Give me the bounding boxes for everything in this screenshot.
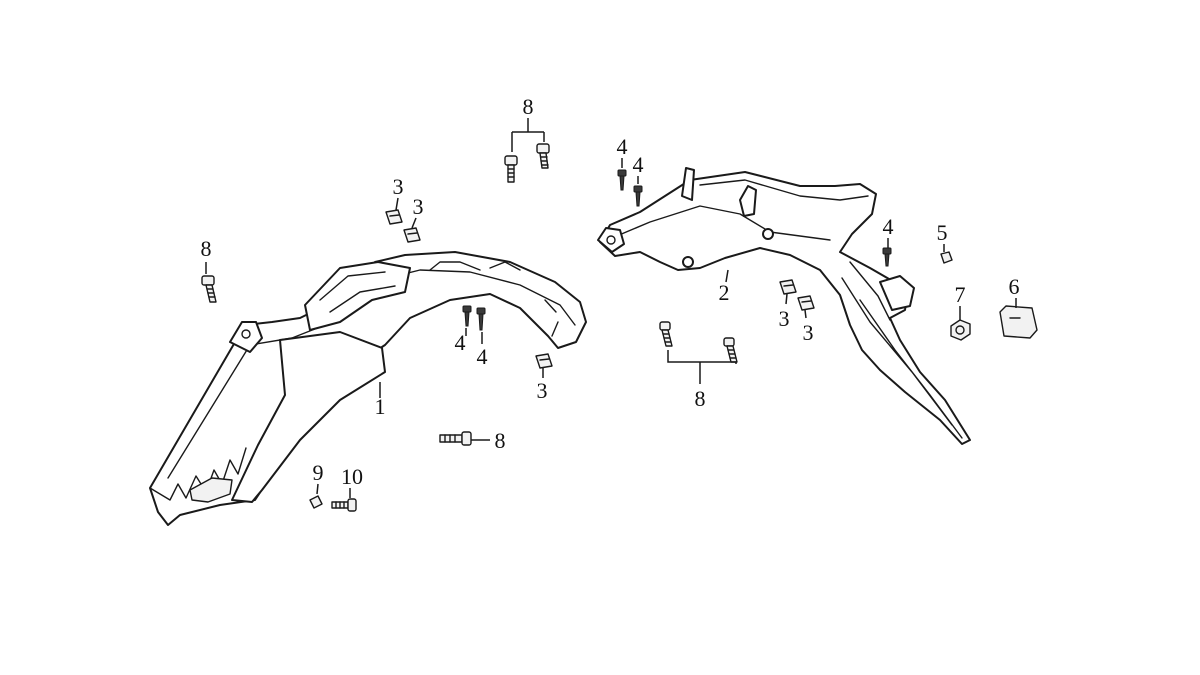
callout-3-e: 3 (803, 320, 814, 345)
fender-part-1 (149, 251, 587, 526)
callout-4-a: 4 (617, 134, 628, 159)
bracket-inner-rail (611, 205, 831, 241)
reflector-6 (999, 305, 1038, 339)
clip-3-a (385, 209, 403, 225)
bracket-hole-c (762, 228, 774, 240)
fender-arch-ribs (429, 261, 559, 337)
callout-labels: 8 8 8 8 3 3 3 3 3 4 4 4 4 4 1 2 5 6 7 9 … (201, 94, 1020, 489)
fender-mount-ear (229, 321, 263, 353)
callout-7: 7 (955, 282, 966, 307)
fender-part-2 (597, 167, 971, 445)
screw-4-fender-a (462, 305, 472, 327)
fender-center-spine (231, 331, 386, 503)
clip-3-e (797, 295, 815, 311)
callout-9: 9 (313, 460, 324, 485)
bolt-10 (331, 498, 357, 512)
callout-8-lower: 8 (695, 386, 706, 411)
callout-8-horizontal: 8 (495, 428, 506, 453)
bracket-upright-tab (681, 167, 695, 201)
nut-7 (950, 319, 971, 341)
leader-lines (205, 118, 1017, 498)
nut-5 (940, 251, 953, 264)
clip-3-b (403, 227, 421, 243)
callout-4-d: 4 (477, 344, 488, 369)
fender-tail-pad (189, 477, 233, 503)
hardware (201, 143, 1038, 512)
callout-10: 10 (341, 464, 363, 489)
mount-hole (241, 329, 251, 339)
callout-4-c: 4 (455, 330, 466, 355)
callout-3-b: 3 (413, 194, 424, 219)
clip-3-d (779, 279, 797, 295)
callout-8-left: 8 (201, 236, 212, 261)
screw-4-bracket-b (633, 185, 643, 207)
bracket-upper-rail (699, 179, 869, 201)
washer-9 (309, 495, 323, 509)
screw-4-fender-b (476, 307, 486, 331)
bracket-hook (879, 275, 915, 311)
bolt-8-right (536, 143, 550, 169)
callout-4-b: 4 (633, 152, 644, 177)
screw-4-bracket-a (617, 169, 627, 191)
callout-2: 2 (719, 280, 730, 305)
bracket-hole-a (606, 235, 616, 245)
callout-3-c: 3 (537, 378, 548, 403)
clip-3-c (535, 353, 553, 369)
callout-4-e: 4 (883, 214, 894, 239)
callout-1: 1 (375, 394, 386, 419)
fender-box-detail (319, 271, 396, 313)
callout-3-d: 3 (779, 306, 790, 331)
bolt-8-left (504, 155, 518, 183)
bolt-8-horizontal (439, 431, 472, 446)
callout-8-top: 8 (523, 94, 534, 119)
callout-6: 6 (1009, 274, 1020, 299)
bracket-hole-b (682, 256, 694, 268)
bolt-8-far-left (201, 275, 217, 303)
bracket-main-frame (599, 171, 971, 445)
bracket-side-tab (739, 185, 757, 217)
callout-5: 5 (937, 220, 948, 245)
screw-4-bracket-c (882, 247, 892, 267)
callout-3-a: 3 (393, 174, 404, 199)
bracket-left-ear (597, 227, 625, 253)
bolt-8-low-left (659, 321, 673, 347)
fender-box-mount (304, 261, 411, 331)
bolt-8-low-right (723, 337, 738, 363)
bracket-tail-lines (841, 261, 963, 439)
